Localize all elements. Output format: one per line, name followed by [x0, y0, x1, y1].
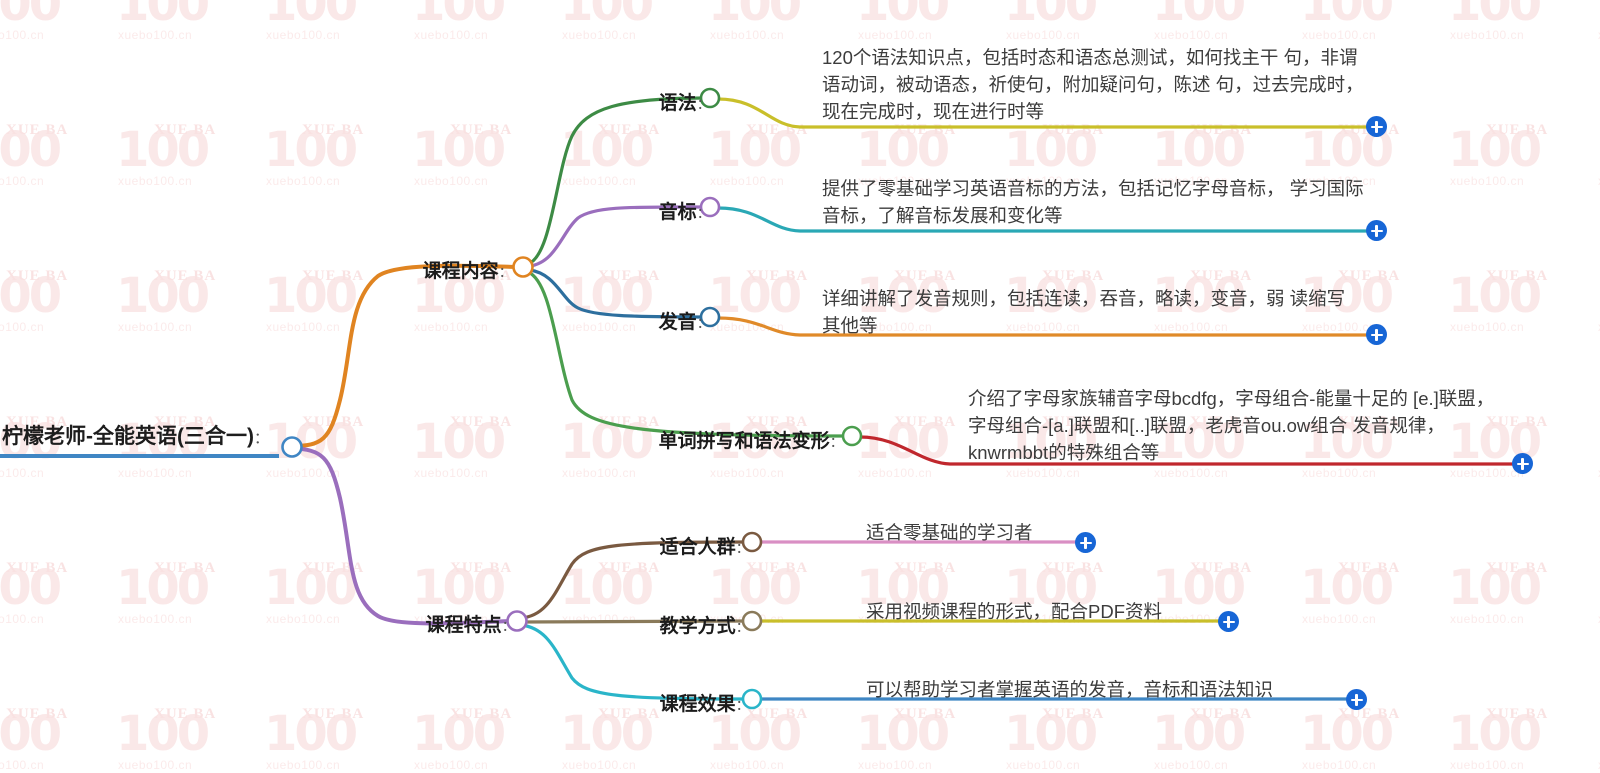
- branch-node-course-content[interactable]: 课程内容：: [396, 238, 513, 301]
- leaf-text-method: 采用视频课程的形式，配合PDF资料: [866, 601, 1163, 622]
- link-root-to-course-features: [290, 446, 515, 626]
- link-content-to-spelling: [526, 270, 850, 438]
- node-dot-audience[interactable]: [741, 531, 763, 553]
- child-node-effect[interactable]: 课程效果：: [633, 671, 750, 734]
- child-colon-pronunciation: ：: [696, 315, 711, 331]
- branch-colon-course-content: ：: [498, 264, 513, 280]
- child-node-pronunciation[interactable]: 发音：: [632, 289, 711, 352]
- leaf-text-effect: 可以帮助学习者掌握英语的发音，音标和语法知识: [866, 679, 1274, 700]
- node-dot-phonetic[interactable]: [699, 196, 721, 218]
- branch-label-course-content: 课程内容: [422, 261, 499, 282]
- child-colon-method: ：: [735, 619, 750, 635]
- link-content-to-grammar: [526, 96, 708, 266]
- root-node[interactable]: 柠檬老师-全能英语(三合一)：: [0, 418, 279, 458]
- leaf-line-grammar: [716, 97, 1368, 129]
- child-label-grammar: 语法: [658, 93, 697, 114]
- child-label-method: 教学方式: [659, 616, 736, 637]
- expand-button-method[interactable]: [1218, 611, 1239, 632]
- leaf-line-pronunciation: [716, 316, 1368, 337]
- node-dot-pronunciation[interactable]: [699, 306, 721, 328]
- leaf-text-pronunciation: 详细讲解了发音规则，包括连读，吞音，略读，变音，弱 读缩写其他等: [822, 288, 1346, 336]
- expand-button-pronunciation[interactable]: [1366, 324, 1387, 345]
- node-dot-spelling[interactable]: [841, 425, 863, 447]
- expand-button-spelling[interactable]: [1512, 453, 1533, 474]
- root-node-colon: ：: [253, 430, 269, 447]
- child-label-pronunciation: 发音: [658, 312, 697, 333]
- node-dot-root[interactable]: [281, 436, 303, 458]
- leaf-line-phonetic: [716, 206, 1368, 233]
- child-node-audience[interactable]: 适合人群：: [633, 514, 750, 577]
- leaf-text-phonetic: 提供了零基础学习英语音标的方法，包括记忆字母音标， 学习国际音标，了解音标发展和…: [822, 178, 1364, 226]
- node-dot-course-features[interactable]: [506, 610, 528, 632]
- root-node-label: 柠檬老师-全能英语(三合一): [2, 425, 254, 448]
- expand-button-effect[interactable]: [1346, 689, 1367, 710]
- child-colon-effect: ：: [735, 697, 750, 713]
- child-colon-phonetic: ：: [696, 205, 711, 221]
- leaf-text-audience: 适合零基础的学习者: [866, 522, 1033, 543]
- link-features-to-effect: [519, 623, 750, 701]
- child-label-effect: 课程效果: [659, 694, 736, 715]
- link-features-to-method: [520, 619, 750, 624]
- child-node-grammar[interactable]: 语法：: [632, 70, 711, 133]
- leaf-line-spelling: [858, 435, 1514, 466]
- child-colon-grammar: ：: [696, 96, 711, 112]
- expand-button-phonetic[interactable]: [1366, 220, 1387, 241]
- link-root-to-course-content: [290, 263, 522, 448]
- leaf-text-spelling: 介绍了字母家族辅音字母bcdfg，字母组合-能量十足的 [e.]联盟，字母组合-…: [968, 388, 1495, 463]
- node-dot-course-content[interactable]: [512, 256, 534, 278]
- child-colon-spelling: ：: [829, 434, 844, 450]
- expand-button-audience[interactable]: [1075, 532, 1096, 553]
- child-label-spelling: 单词拼写和语法变形: [658, 431, 830, 452]
- branch-node-course-features[interactable]: 课程特点：: [399, 592, 516, 655]
- node-dot-method[interactable]: [741, 610, 763, 632]
- child-label-audience: 适合人群: [659, 537, 736, 558]
- child-label-phonetic: 音标: [658, 202, 697, 223]
- expand-button-grammar[interactable]: [1366, 116, 1387, 137]
- child-node-method[interactable]: 教学方式：: [633, 593, 750, 656]
- node-dot-grammar[interactable]: [699, 87, 721, 109]
- link-content-to-phonetic: [528, 205, 708, 268]
- node-dot-effect[interactable]: [741, 688, 763, 710]
- child-colon-audience: ：: [735, 540, 750, 556]
- branch-label-course-features: 课程特点: [425, 615, 502, 636]
- child-node-spelling[interactable]: 单词拼写和语法变形：: [632, 408, 844, 471]
- link-content-to-pronunciation: [528, 268, 708, 319]
- link-features-to-audience: [519, 540, 750, 620]
- child-node-phonetic[interactable]: 音标：: [632, 179, 711, 242]
- branch-colon-course-features: ：: [501, 618, 516, 634]
- leaf-text-grammar: 120个语法知识点，包括时态和语态总测试，如何找主干 句，非谓语动词，被动语态，…: [822, 47, 1364, 122]
